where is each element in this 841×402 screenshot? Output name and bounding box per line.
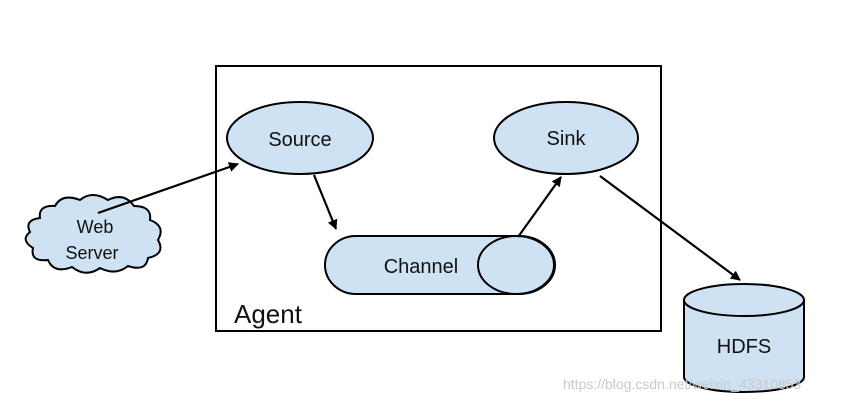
hdfs-label: HDFS (717, 336, 771, 358)
sink-label: Sink (547, 128, 587, 150)
agent-label: Agent (234, 299, 303, 329)
channel-label: Channel (384, 256, 459, 278)
channel-node: Channel (324, 235, 556, 295)
hdfs-node: HDFS (683, 283, 805, 393)
agent-box (215, 65, 662, 332)
web-server-cloud: Web Server (24, 194, 162, 274)
arrow-source-to-channel (312, 174, 338, 230)
watermark-text: https://blog.csdn.net/weixin_43310853 (563, 376, 801, 392)
web-server-label-line2: Server (65, 243, 118, 263)
sink-node: Sink (493, 101, 639, 175)
web-server-label-line1: Web (77, 217, 114, 237)
source-label: Source (268, 129, 331, 151)
arrow-webserver-to-source (97, 162, 239, 215)
arrow-channel-to-sink (517, 176, 562, 238)
source-node: Source (226, 101, 374, 175)
arrow-sink-to-hdfs (599, 175, 741, 281)
